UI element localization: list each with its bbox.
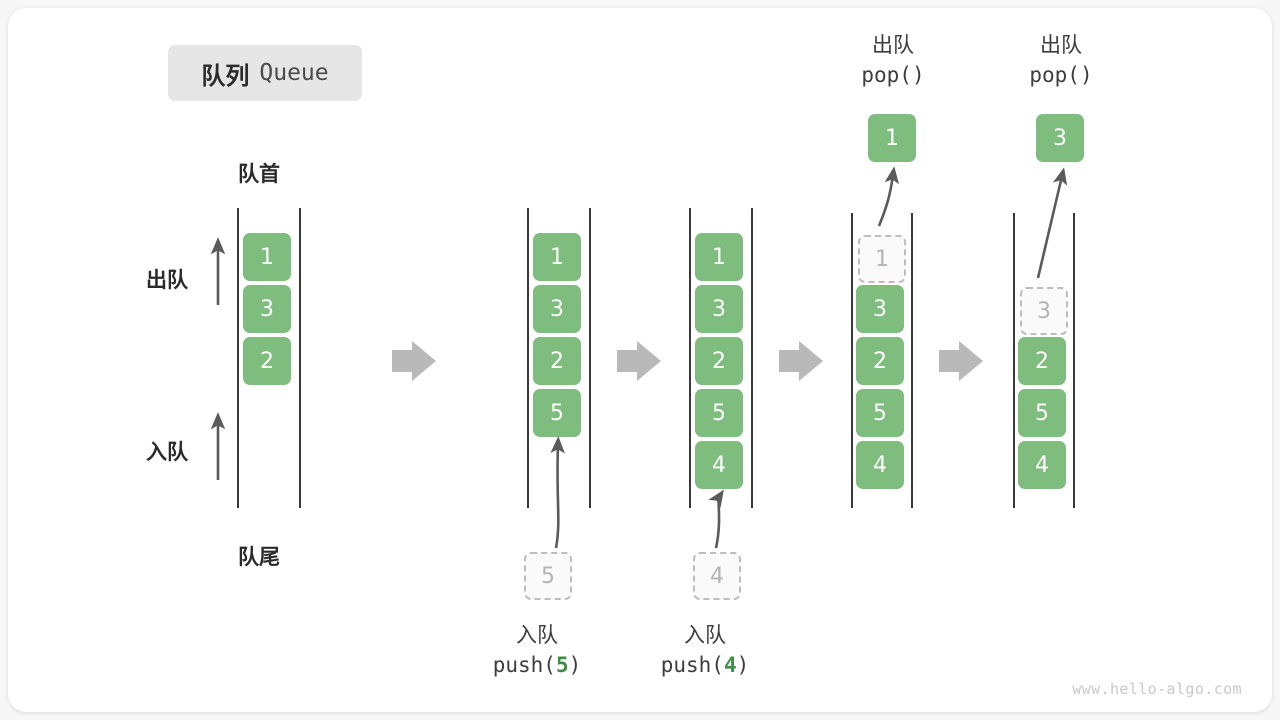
op-label-code: push(5) [492,653,582,678]
dequeue-direction-label: 出队 [146,268,188,292]
diagram-card [8,8,1272,712]
queue-box: 4 [856,441,904,489]
op-label-cn: 出队 [1040,33,1082,57]
op-label-code: pop() [861,63,925,88]
queue-box: 3 [856,285,904,333]
enqueue-direction-label: 入队 [146,440,188,464]
popped-box-1: 1 [868,114,916,162]
title-cn: 队列 [201,61,250,90]
queue-box: 2 [856,337,904,385]
queue-box: 2 [533,337,581,385]
queue-box: 5 [1018,389,1066,437]
title-en: Queue [259,60,329,86]
op-label-cn: 出队 [872,33,914,57]
watermark: www.hello-algo.com [1072,680,1242,698]
op-label-code: pop() [1029,63,1093,88]
rail-right-col4 [911,213,913,508]
ghost-box-popped-3: 3 [1020,287,1068,335]
op-label-cn: 入队 [684,623,726,647]
rail-left-col4 [851,213,853,508]
queue-head-label: 队首 [238,162,280,186]
ghost-box-push-4: 4 [693,552,741,600]
ghost-box-popped-1: 1 [858,235,906,283]
op-arg: 4 [723,653,737,678]
queue-box-new: 4 [695,441,743,489]
op-label-push-5: 入队 push(5) [452,620,622,681]
queue-tail-label: 队尾 [238,545,280,569]
rail-right-col2 [589,208,591,508]
op-label-cn: 入队 [516,623,558,647]
op-label-pop-1: 出队 pop() [808,30,978,91]
queue-box: 4 [1018,441,1066,489]
rail-left-col1 [237,208,239,508]
rail-left-col5 [1013,213,1015,508]
queue-box: 1 [695,233,743,281]
queue-box: 2 [1018,337,1066,385]
queue-box: 1 [533,233,581,281]
title-badge: 队列 Queue [168,45,362,101]
rail-left-col3 [689,208,691,508]
queue-box: 2 [695,337,743,385]
rail-right-col3 [751,208,753,508]
popped-box-3: 3 [1036,114,1084,162]
op-label-pop-3: 出队 pop() [976,30,1146,91]
queue-box-new: 5 [533,389,581,437]
rail-right-col5 [1073,213,1075,508]
ghost-box-push-5: 5 [524,552,572,600]
rail-right-col1 [299,208,301,508]
op-label-push-4: 入队 push(4) [620,620,790,681]
queue-box: 5 [856,389,904,437]
queue-box: 3 [695,285,743,333]
queue-box: 1 [243,233,291,281]
queue-box: 3 [533,285,581,333]
rail-left-col2 [527,208,529,508]
queue-box: 5 [695,389,743,437]
queue-box: 2 [243,337,291,385]
op-label-code: push(4) [660,653,750,678]
op-arg: 5 [555,653,569,678]
queue-box: 3 [243,285,291,333]
